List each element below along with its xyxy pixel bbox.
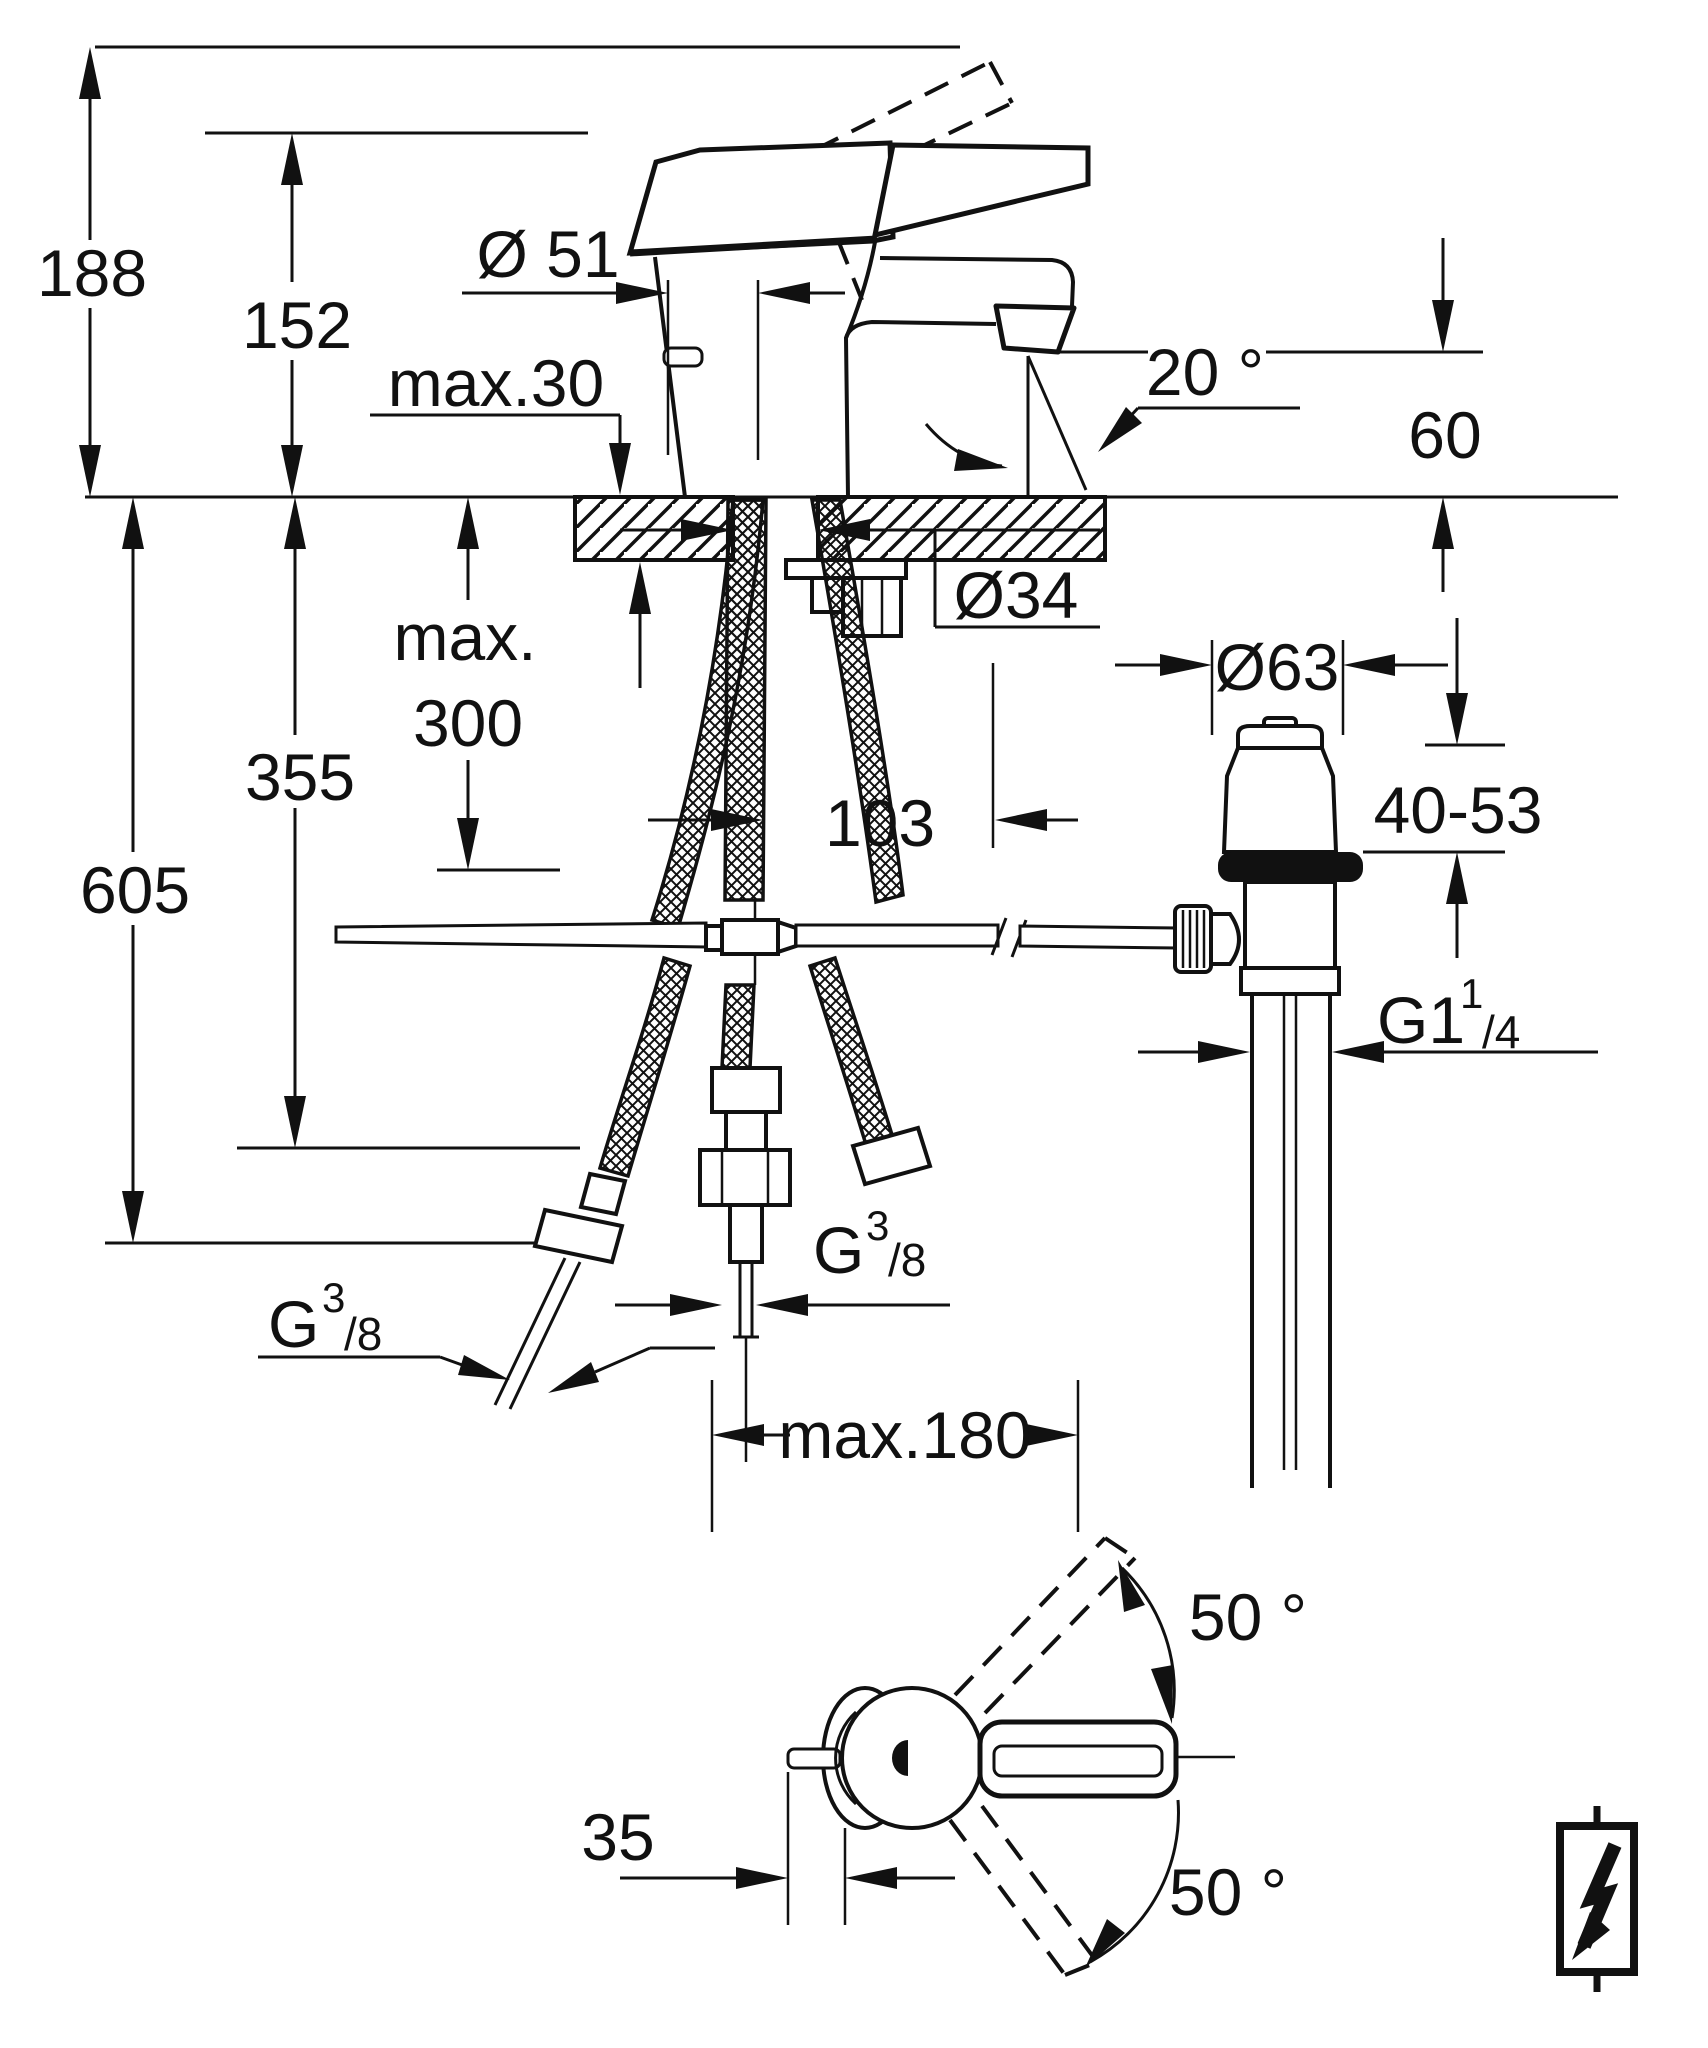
dim-label-20deg: 20 ° [1146,335,1264,409]
handle-cap [626,140,896,256]
thread-label-hose-left: G 3 /8 [268,1274,382,1361]
thread-label-drain: G1 1 /4 [1377,970,1520,1058]
thread-drain-prefix: G1 [1377,983,1465,1057]
cartridge-keyhole [892,1740,908,1776]
rod-tee [720,918,780,956]
drain-bell [1221,746,1339,854]
spout-aerator [993,303,1077,355]
supply-hoses [493,498,933,1462]
dim-label-152: 152 [242,288,352,362]
hose-left-adapter [578,1171,628,1217]
dim-label-300: 300 [413,686,523,760]
hose-right-nut [850,1125,933,1187]
lever-top-view [977,1719,1179,1799]
dim-label-max180: max.180 [778,1398,1031,1472]
dim-label-103: 103 [825,786,935,860]
pop-up-drain-valve [1173,716,1363,1488]
body-left-edge [653,256,687,498]
dim-label-50-upper: 50 ° [1189,1580,1307,1654]
dim-label-355: 355 [245,740,355,814]
thread-left-prefix: G [268,1287,319,1361]
body-clip [662,346,704,368]
dim-label-50-lower: 50 ° [1169,1855,1287,1929]
thread-drain-denominator: /4 [1482,1006,1520,1058]
spout-top [879,256,1076,307]
thread-left-denominator: /8 [344,1308,382,1360]
handle-lever [871,142,1091,239]
drain-cap [1236,724,1324,750]
dim-label-d34: Ø34 [954,558,1079,632]
thread-center-denominator: /8 [888,1234,926,1286]
dim-label-60: 60 [1408,398,1481,472]
dimension-labels: 188 152 max.30 Ø 51 20 ° 60 Ø34 max. 300… [37,217,1542,1929]
dim-label-35: 35 [581,1800,654,1874]
pop-up-rod [334,898,1179,985]
thread-drain-numerator: 1 [1460,970,1483,1017]
thread-label-hose-center: G 3 /8 [813,1202,926,1287]
spout-stub [786,1747,842,1770]
dim-label-188: 188 [37,236,147,310]
thread-center-numerator: 3 [866,1202,889,1249]
body-right-edge [843,241,877,498]
dim-label-max30: max.30 [388,346,604,420]
spout-underside [844,319,997,339]
hose-center-nut-large [698,1148,792,1207]
faucet-top-view [786,1536,1235,1977]
reference-lines [85,45,1618,499]
hose-center-nut-small [710,1066,782,1114]
drain-body [1243,880,1337,970]
body-circle [840,1686,984,1830]
dim-label-605: 605 [80,853,190,927]
thread-center-prefix: G [813,1213,864,1287]
dim-label-4053: 40-53 [1374,773,1543,847]
dim-label-d51: Ø 51 [476,217,619,291]
dimension-lines [79,47,1598,1925]
dim-label-d63: Ø63 [1215,630,1340,704]
faucet-side-view [626,60,1091,498]
dim-label-max: max. [393,600,536,674]
hose-left-nut [532,1207,625,1265]
thread-left-numerator: 3 [322,1274,345,1321]
flash-icon [1556,1806,1638,1992]
drain-knob [1173,904,1213,974]
drain-gasket [1218,852,1363,882]
